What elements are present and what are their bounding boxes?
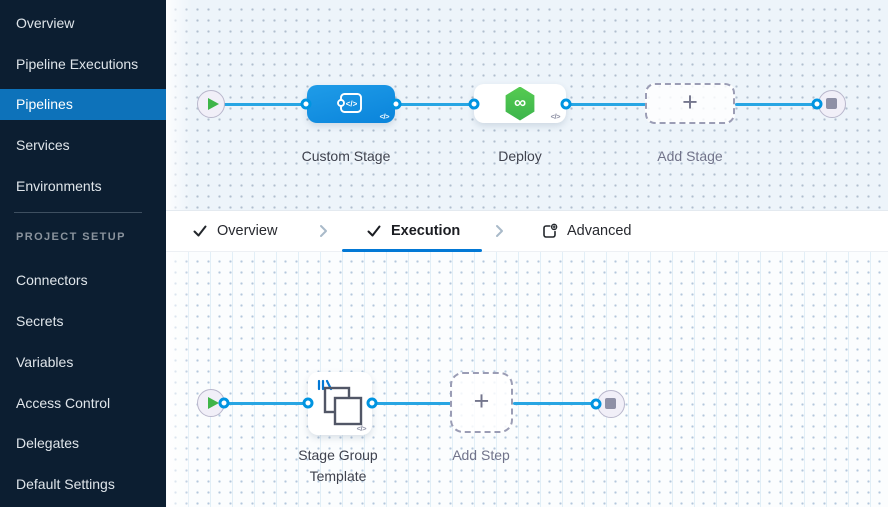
node-port[interactable] bbox=[302, 397, 314, 409]
stage-label: Custom Stage bbox=[301, 148, 391, 164]
node-port[interactable] bbox=[560, 98, 572, 110]
node-port[interactable] bbox=[811, 98, 823, 109]
tab-advanced-label: Advanced bbox=[567, 223, 632, 239]
execution-graph-canvas[interactable]: </> + Stage Group Template Add Step bbox=[166, 252, 888, 507]
code-badge: </> bbox=[550, 112, 561, 121]
tab-overview-label: Overview bbox=[217, 223, 278, 239]
step-label: Stage Group Template bbox=[298, 447, 378, 484]
node-port[interactable] bbox=[366, 397, 378, 409]
sidebar-item-connectors[interactable]: Connectors bbox=[16, 272, 88, 288]
sidebar-section-project-setup: PROJECT SETUP bbox=[16, 231, 126, 243]
chevron-right-icon bbox=[316, 224, 330, 243]
connector-line bbox=[372, 401, 451, 405]
sidebar-item-environments[interactable]: Environments bbox=[16, 178, 102, 194]
connector-line bbox=[513, 401, 596, 405]
sidebar-divider bbox=[14, 212, 142, 213]
add-step-button[interactable]: + bbox=[450, 372, 513, 433]
sidebar-item-secrets[interactable]: Secrets bbox=[16, 313, 64, 329]
sidebar-item-overview[interactable]: Overview bbox=[16, 15, 75, 31]
stop-icon bbox=[826, 98, 837, 109]
node-port[interactable] bbox=[590, 398, 602, 409]
node-port[interactable] bbox=[300, 98, 312, 110]
play-icon bbox=[207, 397, 219, 409]
connector-line bbox=[566, 102, 646, 106]
node-port[interactable] bbox=[218, 397, 230, 409]
sidebar-item-variables[interactable]: Variables bbox=[16, 354, 74, 370]
sidebar-item-services[interactable]: Services bbox=[16, 137, 70, 153]
stage-node-custom-stage[interactable]: </> </> bbox=[307, 85, 395, 123]
add-stage-button[interactable]: + bbox=[645, 83, 735, 124]
svg-text:</>: </> bbox=[346, 100, 358, 109]
code-badge: </> bbox=[379, 112, 390, 121]
plus-icon: + bbox=[682, 86, 698, 117]
node-port[interactable] bbox=[468, 98, 480, 110]
advanced-settings-icon bbox=[543, 223, 558, 238]
stage-graph-canvas[interactable]: </> </> ∞ </> + Custom Stage Deploy Add … bbox=[166, 0, 888, 210]
sidebar-item-pipelines[interactable]: Pipelines bbox=[0, 89, 166, 120]
tab-execution-label: Execution bbox=[391, 223, 461, 239]
node-port[interactable] bbox=[390, 98, 402, 110]
stage-group-template-icon bbox=[317, 379, 363, 425]
plus-icon: + bbox=[473, 385, 490, 416]
sidebar-item-delegates[interactable]: Delegates bbox=[16, 435, 80, 451]
tab-advanced[interactable]: Advanced bbox=[541, 211, 632, 251]
active-tab-underline bbox=[342, 248, 482, 252]
add-step-label: Add Step bbox=[452, 447, 510, 463]
connector-line bbox=[396, 102, 475, 106]
check-icon bbox=[367, 225, 381, 237]
custom-stage-icon: </> bbox=[337, 93, 362, 113]
add-stage-label: Add Stage bbox=[657, 148, 723, 164]
code-badge: </> bbox=[356, 424, 367, 433]
tab-overview[interactable]: Overview bbox=[192, 211, 277, 251]
canvas-edge-fade bbox=[166, 252, 192, 507]
sidebar-item-access-control[interactable]: Access Control bbox=[16, 395, 111, 411]
connector-line bbox=[211, 102, 307, 106]
connector-line bbox=[211, 401, 308, 405]
step-node-stage-group-template[interactable]: </> bbox=[308, 372, 372, 435]
stage-label: Deploy bbox=[498, 148, 542, 164]
play-icon bbox=[207, 98, 219, 110]
check-icon bbox=[193, 225, 207, 237]
connector-line bbox=[735, 102, 818, 106]
sidebar-item-pipeline-executions[interactable]: Pipeline Executions bbox=[16, 56, 139, 72]
sidebar: Overview Pipeline Executions Pipelines S… bbox=[0, 0, 166, 507]
chevron-right-icon bbox=[492, 224, 506, 243]
canvas-edge-fade bbox=[166, 0, 192, 210]
tab-execution[interactable]: Execution bbox=[366, 211, 460, 251]
pipeline-start-node[interactable] bbox=[197, 90, 225, 118]
stage-node-deploy[interactable]: ∞ </> bbox=[474, 84, 566, 123]
stage-config-tabs: Overview Execution Advanced bbox=[166, 210, 888, 252]
sidebar-item-default-settings[interactable]: Default Settings bbox=[16, 476, 115, 492]
stop-icon bbox=[605, 398, 616, 409]
deploy-hexagon-icon: ∞ bbox=[505, 86, 535, 121]
